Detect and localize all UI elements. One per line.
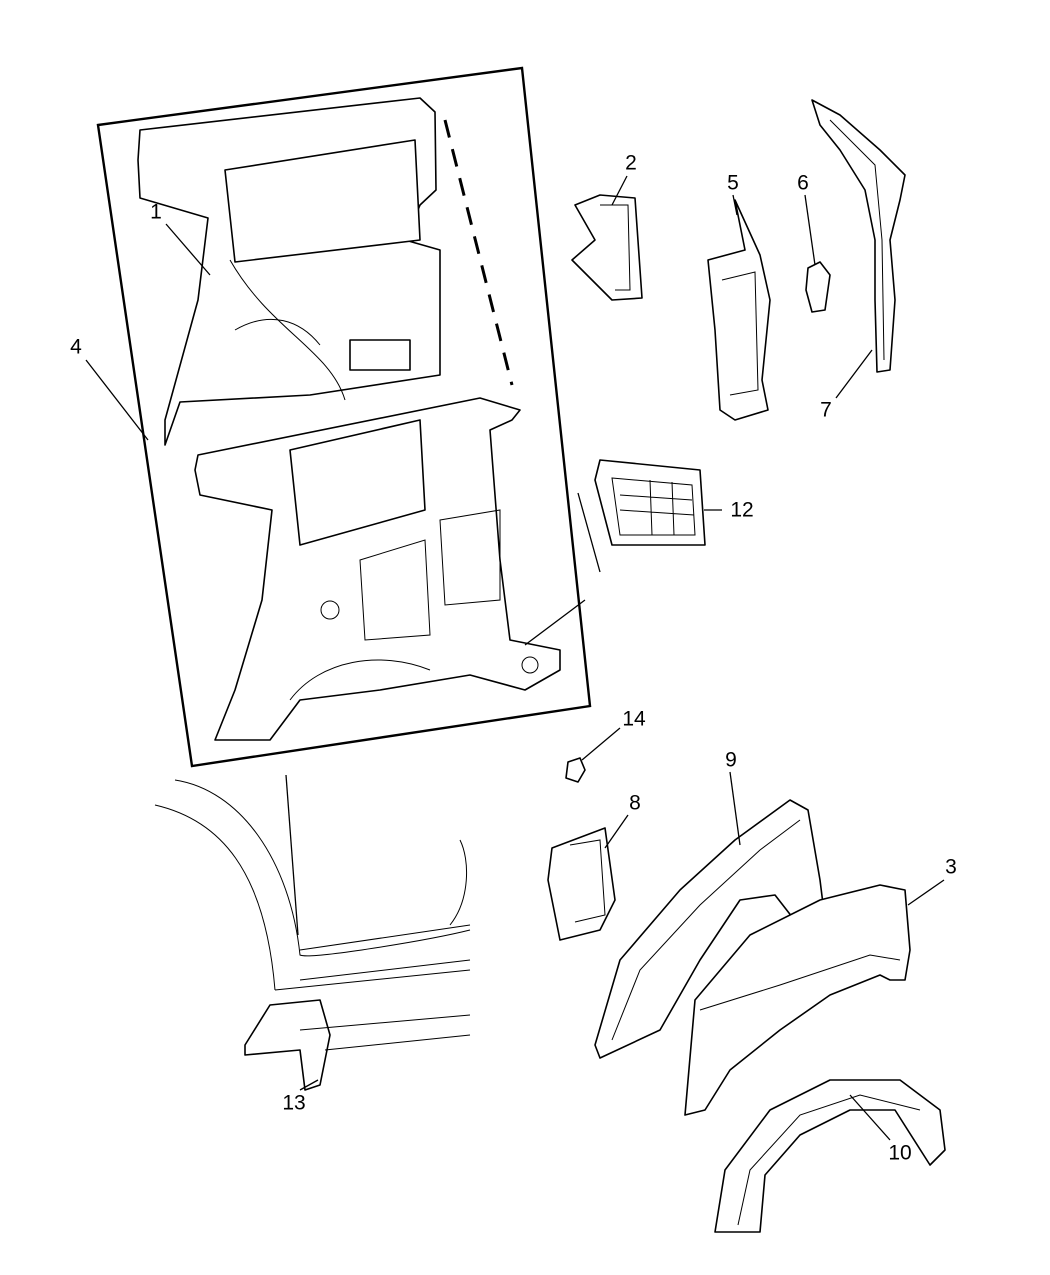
callout-8: 8 [629, 791, 641, 815]
callout-5: 5 [727, 171, 739, 195]
assembly-frame [96, 66, 592, 768]
inner-panel-assembly [194, 397, 561, 741]
callout-9: 9 [725, 748, 737, 772]
callout-6: 6 [797, 171, 809, 195]
part-12-divider [577, 492, 601, 573]
part-12-air-vent [594, 459, 706, 546]
dashed-guide [443, 119, 514, 386]
part-10-wheelhouse-liner [714, 1079, 946, 1233]
callout-1: 1 [150, 200, 162, 224]
callout-2: 2 [625, 151, 637, 175]
part-14-bracket [565, 757, 586, 783]
part-1-quarter-panel-outer [137, 97, 441, 446]
callout-4: 4 [70, 335, 82, 359]
callout-7: 7 [820, 398, 832, 422]
part-7-pillar-inner [811, 99, 906, 373]
callout-12: 12 [730, 498, 754, 522]
callout-10: 10 [888, 1141, 912, 1165]
part-2-vent-bracket [571, 194, 643, 301]
callout-14: 14 [622, 707, 646, 731]
leader-lines [85, 175, 945, 1141]
part-3-wheelhouse-outer [684, 884, 911, 1116]
part-5-pillar-reinforcement [707, 199, 771, 421]
part-13-body-side-lower [154, 774, 471, 1091]
callout-3: 3 [945, 855, 957, 879]
callout-13: 13 [282, 1091, 306, 1115]
part-8-reinforcement [547, 827, 616, 941]
part-6-clip [805, 261, 831, 313]
